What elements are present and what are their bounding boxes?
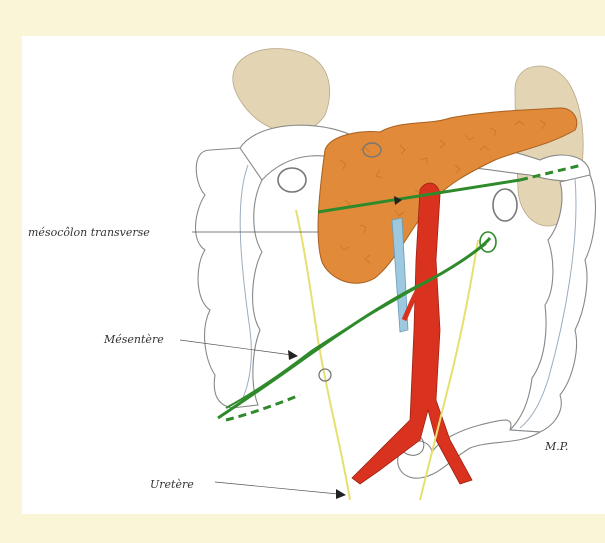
- arrow-mesentere: [288, 350, 298, 360]
- ascending-colon: [196, 148, 262, 408]
- arrow-uretere: [336, 489, 346, 499]
- label-mesentere: Mésentère: [103, 333, 164, 346]
- duodenal-ring: [493, 189, 517, 221]
- leader-uretere: [215, 482, 338, 494]
- right-colic-flexure-ring: [278, 168, 306, 192]
- label-signature: M.P.: [544, 440, 568, 453]
- label-uretere: Uretère: [150, 478, 194, 491]
- label-mesocolon-transverse: mésocôlon transverse: [28, 226, 150, 239]
- right-kidney: [233, 49, 330, 133]
